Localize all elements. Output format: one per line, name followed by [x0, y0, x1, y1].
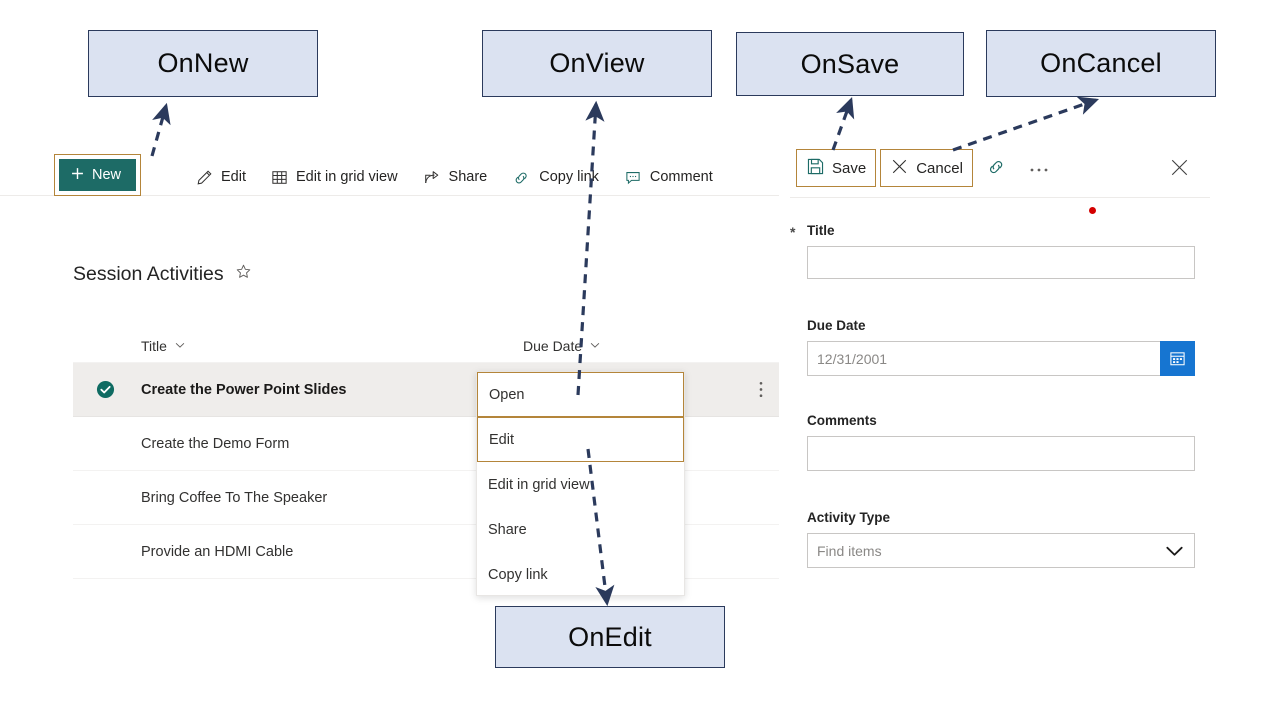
calendar-icon[interactable]: [1160, 341, 1195, 376]
command-edit-label: Edit: [221, 169, 246, 185]
context-menu-item-share[interactable]: Share: [477, 507, 684, 552]
command-edit-in-grid-view[interactable]: Edit in grid view: [261, 160, 408, 194]
overflow-menu-button[interactable]: [1020, 149, 1058, 187]
command-edit[interactable]: Edit: [186, 160, 256, 194]
form-command-bar: Save Cancel: [790, 143, 1210, 198]
link-icon: [512, 169, 531, 186]
chevron-down-icon: [174, 338, 186, 354]
context-menu-item-edit[interactable]: Edit: [477, 417, 684, 462]
chevron-down-icon[interactable]: [1164, 542, 1185, 564]
check-circle-icon: [96, 380, 115, 399]
list-command-group: Edit Edit in grid view: [186, 160, 723, 194]
share-icon: [423, 169, 441, 186]
command-copy-link-label: Copy link: [539, 169, 599, 185]
command-comment-label: Comment: [649, 169, 713, 185]
command-comment[interactable]: Comment: [614, 160, 723, 194]
field-activity-type-label: Activity Type: [807, 510, 891, 525]
close-icon: [890, 157, 909, 180]
column-header-title[interactable]: Title: [73, 338, 523, 354]
row-title: Create the Demo Form: [141, 435, 290, 452]
activity-type-picker[interactable]: Find items: [807, 533, 1195, 568]
ellipsis-horizontal-icon: [1029, 160, 1049, 177]
form-command-group: Save Cancel: [796, 149, 1058, 187]
field-title: * Title: [790, 223, 1195, 279]
context-menu-item-edit-label: Edit: [489, 431, 514, 448]
cancel-button[interactable]: Cancel: [880, 149, 973, 187]
grid-icon: [271, 169, 288, 186]
comment-icon: [624, 169, 642, 186]
context-menu-item-edit-in-grid-view-label: Edit in grid view: [488, 476, 590, 493]
context-menu-item-open[interactable]: Open: [477, 372, 684, 417]
row-selected-check[interactable]: [73, 380, 141, 399]
context-menu-item-share-label: Share: [488, 521, 527, 538]
table-row[interactable]: Bring Coffee To The Speaker: [73, 471, 779, 525]
callout-on-save-label: OnSave: [800, 48, 900, 79]
field-comments-label: Comments: [807, 413, 877, 428]
field-title-label: Title: [807, 223, 835, 238]
command-share[interactable]: Share: [413, 160, 498, 194]
ellipsis-vertical-icon[interactable]: [743, 381, 779, 398]
column-header-title-label: Title: [141, 338, 167, 354]
close-panel-button[interactable]: [1162, 153, 1196, 187]
row-title: Provide an HDMI Cable: [141, 543, 294, 560]
comments-input[interactable]: [807, 436, 1195, 471]
close-icon: [1169, 157, 1190, 183]
callout-on-edit-label: OnEdit: [568, 621, 652, 652]
page-title: Session Activities: [73, 263, 224, 285]
pencil-icon: [196, 169, 213, 186]
save-button[interactable]: Save: [796, 149, 877, 187]
form-pane: Save Cancel: [790, 143, 1280, 720]
save-button-label: Save: [832, 159, 867, 177]
save-icon: [806, 157, 825, 180]
copy-link-button[interactable]: [977, 149, 1016, 187]
field-activity-type: Activity Type Find items: [807, 510, 1195, 568]
new-button[interactable]: New: [59, 159, 137, 191]
table-row[interactable]: Provide an HDMI Cable: [73, 525, 779, 579]
callout-on-cancel: OnCancel: [986, 30, 1216, 97]
command-copy-link[interactable]: Copy link: [502, 160, 609, 194]
field-comments: Comments: [807, 413, 1195, 471]
column-header-due-date[interactable]: Due Date: [523, 338, 779, 354]
required-indicator-dot: [1089, 207, 1096, 214]
due-date-input-value: 12/31/2001: [817, 350, 888, 367]
command-edit-in-grid-view-label: Edit in grid view: [296, 169, 398, 185]
page-title-row: Session Activities: [73, 263, 252, 286]
new-button-label: New: [92, 167, 122, 183]
callout-on-edit: OnEdit: [495, 606, 725, 668]
star-icon[interactable]: [235, 263, 252, 286]
row-title: Create the Power Point Slides: [141, 381, 347, 398]
field-title-label-row: * Title: [790, 223, 1195, 240]
field-due-date: Due Date 12/31/2001: [807, 318, 1195, 376]
callout-on-view: OnView: [482, 30, 712, 97]
callout-on-new: OnNew: [88, 30, 318, 97]
column-header-due-date-label: Due Date: [523, 338, 583, 354]
callout-on-new-label: OnNew: [157, 48, 249, 78]
table-row[interactable]: Create the Demo Form: [73, 417, 779, 471]
new-button-highlight: New: [54, 154, 142, 196]
context-menu-item-edit-in-grid-view[interactable]: Edit in grid view: [477, 462, 684, 507]
link-icon: [986, 157, 1007, 180]
context-menu-item-open-label: Open: [489, 386, 525, 403]
list-command-bar: Edit Edit in grid view: [0, 143, 779, 196]
due-date-input[interactable]: 12/31/2001: [807, 341, 1195, 376]
plus-icon: [70, 166, 85, 185]
activity-type-placeholder: Find items: [817, 542, 882, 559]
field-due-date-label: Due Date: [807, 318, 866, 333]
callout-on-save: OnSave: [736, 32, 964, 96]
grid-header-row: Title Due Date: [73, 330, 779, 363]
row-context-menu: Open Edit Edit in grid view Share Copy l…: [476, 371, 685, 596]
chevron-down-icon: [589, 338, 601, 354]
row-title: Bring Coffee To The Speaker: [141, 489, 328, 506]
title-input[interactable]: [807, 246, 1195, 279]
command-share-label: Share: [448, 169, 488, 185]
cancel-button-label: Cancel: [916, 159, 963, 177]
required-asterisk: *: [790, 224, 796, 240]
context-menu-item-copy-link[interactable]: Copy link: [477, 552, 684, 595]
callout-on-cancel-label: OnCancel: [1040, 48, 1162, 78]
context-menu-item-copy-link-label: Copy link: [488, 566, 548, 583]
callout-on-view-label: OnView: [549, 48, 645, 78]
